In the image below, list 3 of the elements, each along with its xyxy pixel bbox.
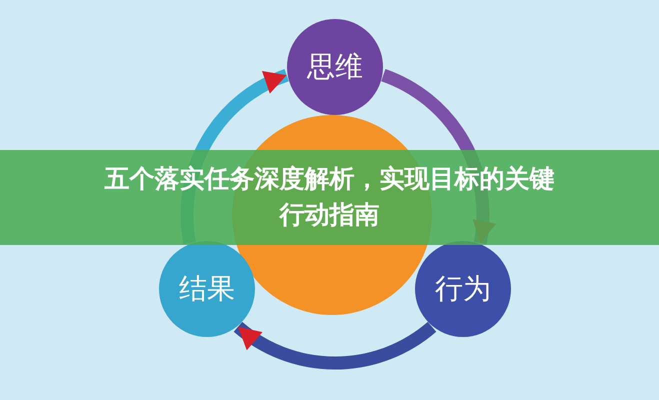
title-banner: 五个落实任务深度解析，实现目标的关键行动指南 (0, 150, 659, 245)
cycle-arrow (234, 322, 436, 370)
stage-circle: 思维 (287, 19, 383, 115)
